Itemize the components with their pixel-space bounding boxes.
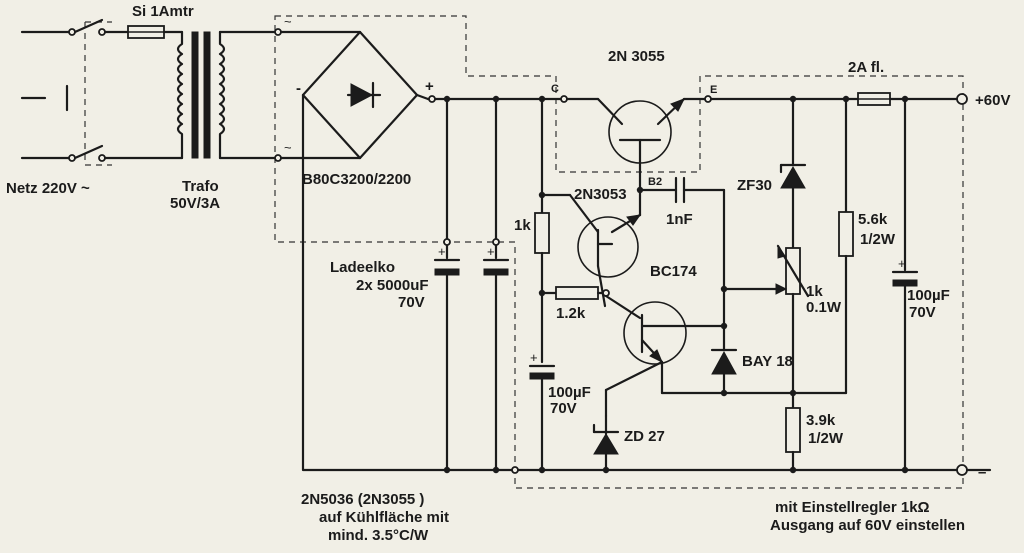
capacitor-100uf-left-value: 100µF [548, 384, 591, 401]
resistor-1k2 [555, 286, 599, 300]
driver-transistor-name: 2N3053 [574, 186, 627, 203]
capacitor-100uf-output-value: 100µF [907, 287, 950, 304]
pass-transistor-name: 2N 3055 [608, 48, 665, 65]
reservoir-name: Ladeelko [330, 259, 395, 276]
reservoir-value: 2x 5000uF [356, 277, 429, 294]
potentiometer-1k [722, 244, 810, 410]
potentiometer-power: 0.1W [806, 299, 842, 316]
resistor-1k2-label: 1.2k [556, 305, 586, 322]
pass-emitter-label: E [710, 84, 717, 96]
bridge-rectifier [279, 30, 430, 160]
svg-text:+: + [898, 256, 906, 271]
output-fuse-label: 2A fl. [848, 59, 884, 76]
resistor-1k [534, 212, 550, 254]
transformer [176, 28, 282, 162]
bridge-ac2: ~ [284, 140, 292, 155]
rectifier-heatsink-outline [274, 15, 964, 489]
bridge-ac1: ~ [284, 14, 292, 29]
zener-zd27 [592, 414, 620, 472]
zener-zf30-label: ZF30 [737, 177, 772, 194]
control-transistor-name: BC174 [650, 263, 697, 280]
resistor-3k9 [785, 407, 801, 453]
pass-transistor-2n3055 [565, 97, 708, 192]
resistor-3k9-power: 1/2W [808, 430, 844, 447]
resistor-5k6 [838, 211, 854, 257]
mains-switch-outline [84, 21, 112, 166]
driver-transistor-2n3053 [540, 188, 642, 308]
mains-input [20, 18, 184, 162]
diode-bay18 [710, 348, 738, 395]
heatsink-note-line3: mind. 3.5°C/W [328, 527, 429, 544]
svg-text:+: + [530, 350, 538, 365]
output-minus-terminal [956, 464, 968, 476]
heatsink-note-line2: auf Kühlfläche mit [319, 509, 449, 526]
transformer-rating: 50V/3A [170, 195, 220, 212]
diode-bay18-label: BAY 18 [742, 353, 793, 370]
svg-text:+: + [438, 244, 446, 259]
reservoir-capacitors: + + [433, 97, 510, 474]
transformer-name: Trafo [182, 178, 219, 195]
bridge-name: B80C3200/2200 [302, 171, 411, 188]
capacitor-100uf-left-voltage: 70V [550, 400, 577, 417]
pass-collector-label: C [551, 83, 559, 95]
bridge-plus: + [425, 78, 434, 95]
capacitor-100uf-output: + [891, 97, 919, 472]
negative-rail [301, 93, 964, 472]
zener-zd27-label: ZD 27 [624, 428, 665, 445]
mains-label: Netz 220V ~ [6, 180, 90, 197]
bridge-minus: - [296, 80, 301, 97]
resistor-5k6-power: 1/2W [860, 231, 896, 248]
output-plus-label: +60V [975, 92, 1010, 109]
reservoir-voltage: 70V [398, 294, 425, 311]
resistor-3k9-value: 3.9k [806, 412, 836, 429]
input-fuse-label: Si 1Amtr [132, 3, 194, 20]
adjust-note-line2: Ausgang auf 60V einstellen [770, 517, 965, 534]
potentiometer-value: 1k [806, 283, 823, 300]
heatsink-note-line1: 2N5036 (2N3055 ) [301, 491, 424, 508]
control-transistor-bc174 [604, 294, 726, 418]
output-minus-label: – [978, 464, 986, 481]
svg-text:+: + [487, 244, 495, 259]
pass-base-label: B2 [648, 176, 662, 188]
adjust-note-line1: mit Einstellregler 1kΩ [775, 499, 930, 516]
resistor-1k-label: 1k [514, 217, 531, 234]
output-plus-terminal [956, 93, 968, 105]
zener-zf30 [779, 97, 807, 250]
resistor-5k6-value: 5.6k [858, 211, 888, 228]
capacitor-100uf-output-voltage: 70V [909, 304, 936, 321]
capacitor-1nf-label: 1nF [666, 211, 693, 228]
